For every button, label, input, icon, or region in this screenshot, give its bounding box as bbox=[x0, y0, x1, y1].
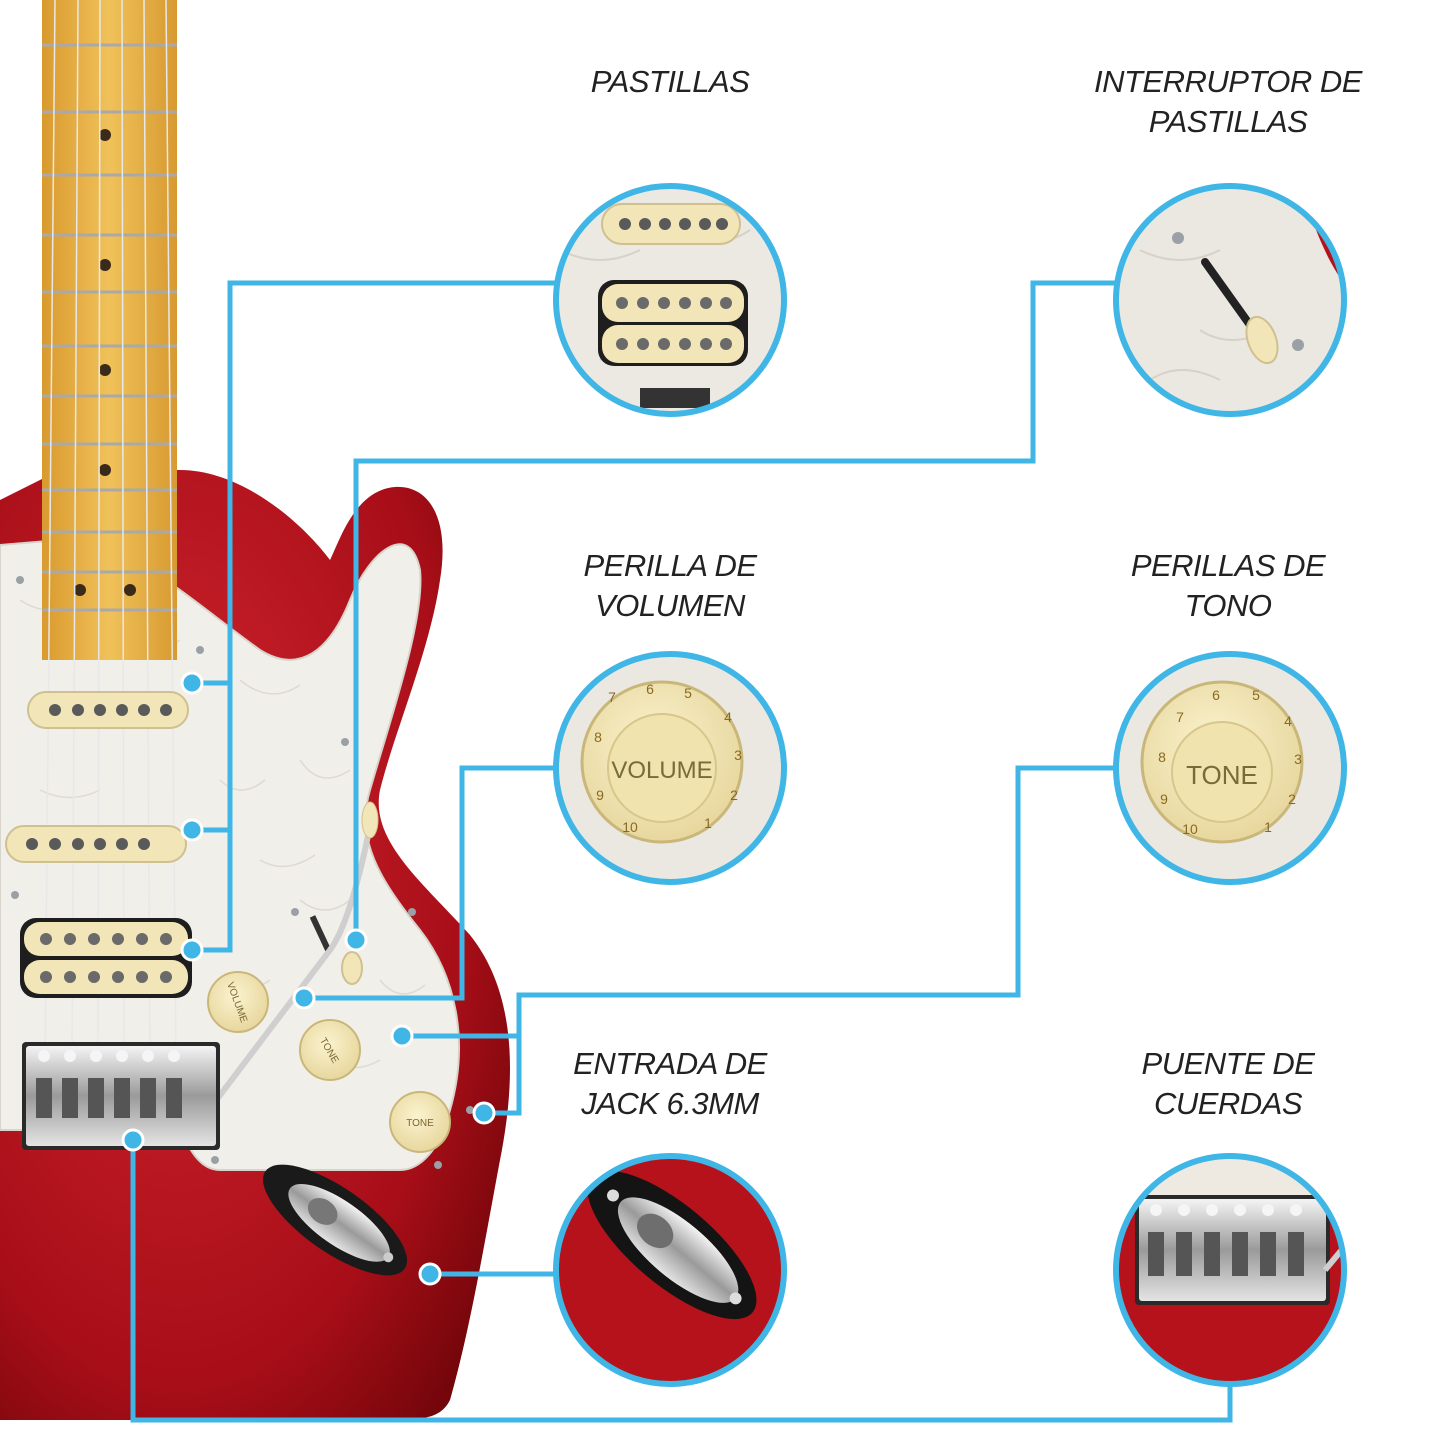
zoom-volume-knob-label: VOLUME bbox=[611, 757, 712, 784]
bridge-humbucker bbox=[20, 918, 192, 998]
zoom-tone-knob-label: TONE bbox=[1186, 760, 1258, 790]
zoom-volume-scale-2: 2 bbox=[730, 787, 738, 803]
zoom-volume-scale-8: 8 bbox=[594, 729, 602, 745]
zoom-tone-scale-6: 6 bbox=[1212, 687, 1220, 703]
zoom-tone-scale-3: 3 bbox=[1294, 751, 1302, 767]
label-bridge: PUENTE DE CUERDAS bbox=[1068, 1044, 1388, 1124]
label-switch-line2: PASTILLAS bbox=[1148, 104, 1308, 139]
body-volume-knob: VOLUME bbox=[207, 971, 269, 1033]
zoom-tone-scale-5: 5 bbox=[1252, 687, 1260, 703]
neck-pickup bbox=[27, 691, 189, 729]
label-pickups-line1: PASTILLAS bbox=[590, 64, 750, 99]
bridge-assembly bbox=[22, 1042, 220, 1150]
zoom-tone-scale-9: 9 bbox=[1160, 791, 1168, 807]
body-tone-knob-2-label: TONE bbox=[406, 1118, 434, 1129]
label-switch-line1: INTERRUPTOR DE bbox=[1093, 64, 1363, 99]
label-pickups: PASTILLAS bbox=[510, 62, 830, 102]
label-jack: ENTRADA DE JACK 6.3MM bbox=[510, 1044, 830, 1124]
pickguard-screws bbox=[11, 576, 474, 1169]
middle-pickup bbox=[5, 825, 187, 863]
label-jack-line2: JACK 6.3MM bbox=[581, 1086, 759, 1121]
fret-markers bbox=[74, 129, 136, 596]
label-tone-line1: PERILLAS DE bbox=[1130, 548, 1326, 583]
label-tone-line2: TONO bbox=[1184, 588, 1273, 623]
zoom-tone-scale-8: 8 bbox=[1158, 749, 1166, 765]
zoom-tone-scale-10: 10 bbox=[1182, 821, 1198, 837]
zoom-bridge bbox=[1113, 1153, 1347, 1387]
zoom-volume-scale-6: 6 bbox=[646, 681, 654, 697]
label-jack-line1: ENTRADA DE bbox=[573, 1046, 767, 1081]
zoom-switch bbox=[1113, 183, 1347, 417]
zoom-volume-scale-9: 9 bbox=[596, 787, 604, 803]
zoom-volume-scale-1: 1 bbox=[704, 815, 712, 831]
zoom-pickups bbox=[553, 183, 787, 417]
label-volume-line1: PERILLA DE bbox=[583, 548, 757, 583]
label-switch: INTERRUPTOR DE PASTILLAS bbox=[1068, 62, 1388, 142]
zoom-volume-scale-5: 5 bbox=[684, 685, 692, 701]
zoom-tone-scale-7: 7 bbox=[1176, 709, 1184, 725]
label-volume-line2: VOLUMEN bbox=[595, 588, 745, 623]
zoom-jack bbox=[553, 1153, 787, 1387]
guitar-neck bbox=[42, 0, 177, 660]
selector-switch bbox=[309, 915, 363, 985]
body-tone-knob-1: TONE bbox=[299, 1019, 361, 1081]
strings bbox=[44, 0, 177, 1061]
label-tone: PERILLAS DE TONO bbox=[1068, 546, 1388, 626]
zoom-tone-scale-4: 4 bbox=[1284, 713, 1292, 729]
zoom-volume-knob: VOLUME 7 8 9 10 1 2 3 4 5 6 bbox=[553, 651, 787, 885]
zoom-tone-scale-1: 1 bbox=[1264, 819, 1272, 835]
label-volume: PERILLA DE VOLUMEN bbox=[510, 546, 830, 626]
zoom-tone-scale-2: 2 bbox=[1288, 791, 1296, 807]
label-bridge-line1: PUENTE DE bbox=[1141, 1046, 1315, 1081]
leader-dots bbox=[121, 671, 496, 1286]
label-bridge-line2: CUERDAS bbox=[1153, 1086, 1303, 1121]
body-tone-knob-2: TONE bbox=[389, 1091, 451, 1153]
zoom-volume-scale-4: 4 bbox=[724, 709, 732, 725]
zoom-tone-knob: TONE 7 8 9 10 1 2 3 4 5 6 bbox=[1113, 651, 1347, 885]
jack-plate bbox=[262, 1164, 408, 1276]
frets bbox=[42, 43, 177, 612]
zoom-volume-scale-3: 3 bbox=[734, 747, 742, 763]
zoom-volume-scale-10: 10 bbox=[622, 819, 638, 835]
zoom-volume-scale-7: 7 bbox=[608, 689, 616, 705]
tremolo-arm bbox=[202, 814, 375, 1117]
